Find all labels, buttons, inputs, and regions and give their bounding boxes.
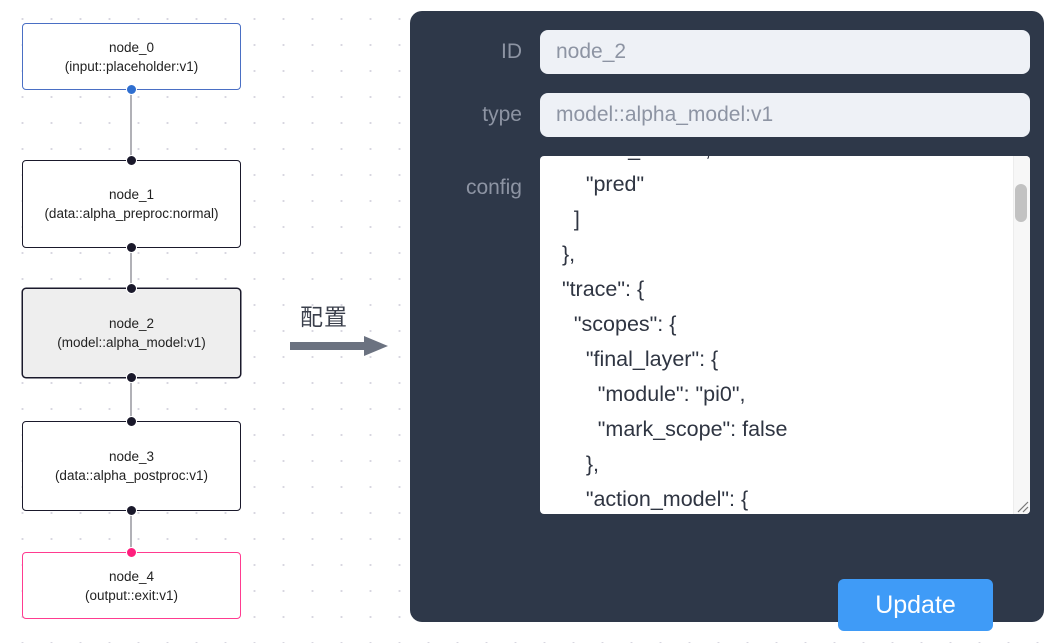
node-subtitle: (data::alpha_preproc:normal) (44, 206, 219, 221)
node-handle-top[interactable] (126, 155, 137, 166)
node-subtitle: (data::alpha_postproc:v1) (54, 468, 209, 483)
node-handle-bottom[interactable] (126, 372, 137, 383)
node-subtitle: (output::exit:v1) (84, 587, 179, 603)
node-handle-bottom[interactable] (126, 242, 137, 253)
config-scrollbar-thumb[interactable] (1015, 184, 1027, 222)
node-subtitle: (model::alpha_model:v1) (57, 335, 206, 350)
flow-canvas[interactable]: node_0 (input::placeholder:v1) node_1 (d… (0, 0, 400, 643)
node-title: node_3 (108, 449, 155, 464)
config-textarea-wrapper[interactable]: "raw_action", "pred" ] }, "trace": { "sc… (540, 156, 1030, 514)
edge-node0-node1 (130, 90, 132, 160)
node-node_3[interactable]: node_3 (data::alpha_postproc:v1) (22, 416, 241, 516)
config-field-row: config "raw_action", "pred" ] }, "trace"… (410, 156, 1044, 514)
node-subtitle: (input::placeholder:v1) (64, 58, 199, 74)
node-node_1[interactable]: node_1 (data::alpha_preproc:normal) (22, 155, 241, 253)
config-scrollbar-track[interactable] (1013, 156, 1030, 514)
arrow-right-icon (290, 336, 388, 356)
node-handle-bottom[interactable] (126, 84, 137, 95)
node-node_0[interactable]: node_0 (input::placeholder:v1) (22, 23, 241, 95)
edge-node2-node3 (130, 378, 132, 421)
edge-node1-node2 (130, 248, 132, 288)
node-handle-top[interactable] (126, 283, 137, 294)
node-config-panel: ID type config "raw_action", "pred" ] },… (410, 11, 1044, 631)
resize-grip-icon[interactable] (1013, 497, 1029, 513)
node-handle-top[interactable] (126, 416, 137, 427)
edge-node3-node4 (130, 511, 132, 552)
node-title: node_4 (108, 568, 155, 584)
id-field-row: ID (410, 30, 1044, 74)
type-field-label: type (482, 103, 522, 126)
node-title: node_0 (108, 39, 155, 55)
node-handle-bottom[interactable] (126, 505, 137, 516)
config-field-label: config (465, 176, 522, 199)
annotation-arrow-group: 配置 (290, 298, 395, 368)
annotation-caption: 配置 (300, 304, 348, 330)
config-textarea[interactable]: "raw_action", "pred" ] }, "trace": { "sc… (561, 156, 788, 511)
node-title: node_2 (108, 316, 155, 331)
type-input[interactable] (540, 93, 1030, 137)
node-node_2[interactable]: node_2 (model::alpha_model:v1) (22, 283, 241, 383)
id-field-label: ID (501, 40, 522, 63)
node-title: node_1 (108, 187, 155, 202)
id-input[interactable] (540, 30, 1030, 74)
update-button[interactable]: Update (838, 579, 993, 631)
type-field-row: type (410, 93, 1044, 137)
node-handle-top[interactable] (126, 547, 137, 558)
node-node_4[interactable]: node_4 (output::exit:v1) (22, 547, 241, 619)
